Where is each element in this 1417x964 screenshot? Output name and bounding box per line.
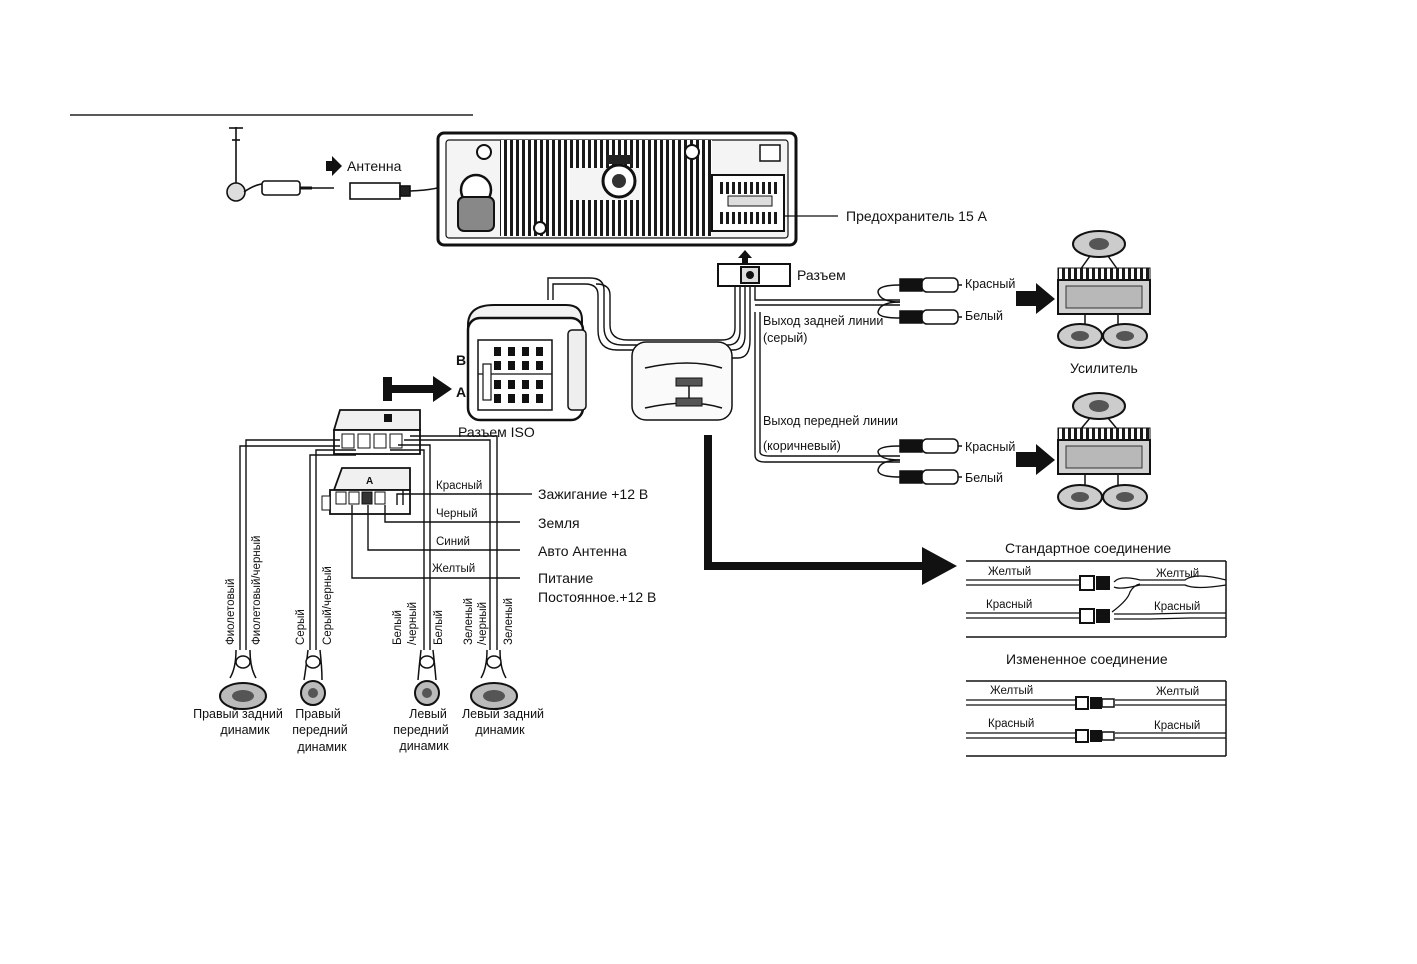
blue-wire-label: Синий [436, 536, 470, 548]
left-front-label-1: Левый [409, 707, 447, 721]
standard-connection-panel [966, 560, 1227, 638]
auto-antenna-label: Авто Антенна [538, 543, 627, 559]
up-arrow-icon [738, 250, 752, 263]
violet-label: Фиолетовый [225, 579, 237, 645]
amplifier-label: Усилитель [1070, 360, 1138, 376]
rear-line-label-1: Выход задней линии [763, 314, 883, 328]
right-rear-label-2: динамик [220, 723, 270, 737]
right-front-label-3: динамик [297, 740, 347, 754]
connector-label: Разъем [797, 267, 846, 283]
rear-line-label-2: (серый) [763, 331, 807, 345]
left-front-label-2: передний [393, 723, 449, 737]
modified-connection-panel [966, 680, 1227, 757]
mod-red-left-label: Красный [988, 718, 1034, 730]
violet-black-label: Фиолетовый/черный [251, 536, 263, 645]
std-red-right-label: Красный [1154, 601, 1200, 613]
fuse-label: Предохранитель 15 А [846, 208, 988, 224]
left-rear-label-1: Левый задний [462, 707, 544, 721]
black-wire-label: Черный [436, 508, 478, 520]
rear-white-label: Белый [965, 309, 1003, 323]
speaker-wires [239, 435, 498, 650]
iso-arrow-icon [383, 376, 452, 402]
front-amplifier-icon [1057, 392, 1151, 510]
right-front-label-1: Правый [295, 707, 341, 721]
right-rear-label-1: Правый задний [193, 707, 283, 721]
front-line-label-2: (коричневый) [763, 439, 841, 453]
red-wire-label: Красный [436, 480, 482, 492]
ground-label: Земля [538, 515, 580, 531]
iso-block-b-icon [332, 409, 421, 455]
right-front-label-2: передний [292, 723, 348, 737]
green-label: Зеленый [503, 598, 515, 645]
front-amp-arrow-icon [1016, 444, 1055, 475]
green-black-label-1: Зеленый [463, 598, 475, 645]
iso-block-a-icon: A [321, 467, 411, 515]
antenna-plug-icon [226, 127, 334, 202]
front-rca-cables [877, 438, 962, 485]
std-yellow-left-label: Желтый [988, 566, 1031, 578]
rear-red-label: Красный [965, 277, 1015, 291]
std-yellow-right-label: Желтый [1156, 568, 1199, 580]
green-black-label-2: /черный [477, 602, 489, 645]
front-red-label: Красный [965, 440, 1015, 454]
modified-connection-title: Измененное соединение [1006, 651, 1168, 667]
left-front-speaker-icon [414, 649, 440, 706]
mod-yellow-right-label: Желтый [1156, 686, 1199, 698]
rear-amp-arrow-icon [1016, 283, 1055, 314]
mod-yellow-left-label: Желтый [990, 685, 1033, 697]
harness-loop-connector [631, 341, 733, 421]
main-connector-icon [717, 263, 791, 287]
iso-connector-icon [466, 304, 587, 422]
iso-block-b-label: B [456, 352, 466, 368]
power-label-1: Питание [538, 570, 593, 586]
white-label: Белый [433, 610, 445, 645]
power-wires [351, 490, 520, 579]
antenna-arrow-icon [326, 156, 342, 176]
std-red-left-label: Красный [986, 599, 1032, 611]
svg-text:A: A [366, 476, 373, 487]
standard-connection-title: Стандартное соединение [1005, 540, 1171, 556]
front-white-label: Белый [965, 471, 1003, 485]
yellow-wire-label: Желтый [432, 563, 475, 575]
ignition-label: Зажигание +12 В [538, 486, 648, 502]
white-black-label-2: /черный [407, 602, 419, 645]
head-unit-rear-panel [436, 131, 798, 247]
front-line-label-1: Выход передней линии [763, 414, 898, 428]
right-front-speaker-icon [300, 649, 326, 706]
big-arrow-to-connection-icon [704, 435, 957, 585]
rear-amplifier-icon [1057, 230, 1151, 349]
white-black-label-1: Белый [392, 610, 404, 645]
left-rear-label-2: динамик [475, 723, 525, 737]
gray-black-label: Серый/черный [322, 566, 334, 645]
gray-label: Серый [295, 609, 307, 645]
rear-rca-cables [877, 277, 962, 325]
iso-block-a-label: A [456, 384, 466, 400]
harness-wires [547, 277, 900, 463]
power-label-2: Постоянное.+12 В [538, 589, 656, 605]
right-rear-speaker-icon [219, 649, 267, 710]
left-front-label-3: динамик [399, 739, 449, 753]
left-rear-speaker-icon [470, 649, 518, 710]
mod-red-right-label: Красный [1154, 720, 1200, 732]
antenna-label: Антенна [347, 158, 402, 174]
